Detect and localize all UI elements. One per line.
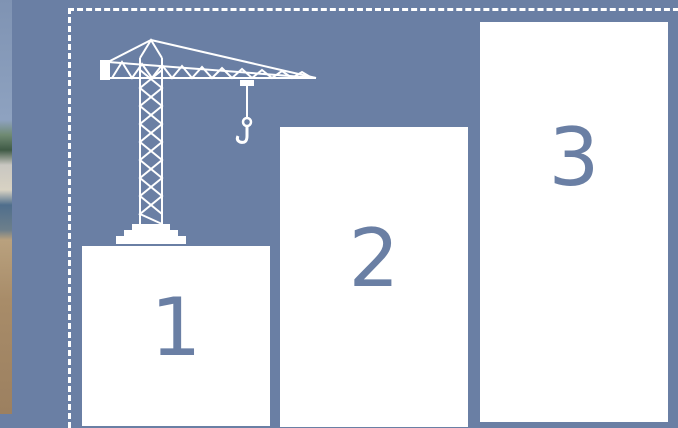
step-block-1: 1 — [82, 246, 270, 426]
step-number: 3 — [480, 118, 668, 198]
step-number: 2 — [280, 219, 468, 299]
steps-diagram: 1 2 3 — [12, 0, 678, 414]
step-block-2: 2 — [280, 127, 468, 427]
hook-icon — [237, 80, 254, 142]
step-block-3: 3 — [480, 22, 668, 422]
background-photo-edge — [0, 0, 12, 414]
step-number: 1 — [82, 288, 270, 368]
